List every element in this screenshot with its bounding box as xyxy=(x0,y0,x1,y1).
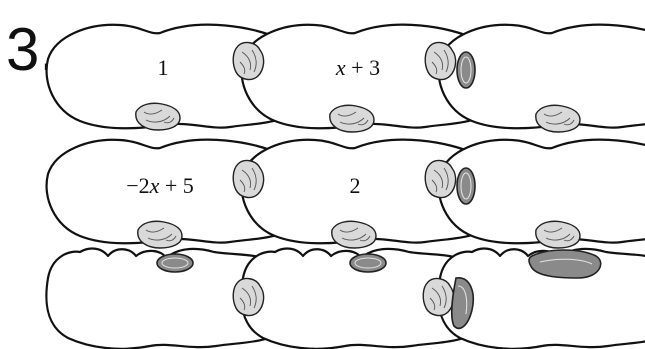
piece-label-r1c1: 1 xyxy=(158,55,169,80)
connector-c2-r2r3 xyxy=(331,220,387,273)
piece-label-r2c2: 2 xyxy=(350,173,361,198)
piece-label-r1c2: x + 3 xyxy=(335,55,380,80)
connector-r1-c1c2 xyxy=(232,41,265,81)
piece-label-part: x xyxy=(335,55,346,80)
connector-r1-c2c3 xyxy=(424,41,476,89)
piece-label-part: + 5 xyxy=(159,173,193,198)
connector-c1-r1r2 xyxy=(135,102,181,131)
connector-r3-c1c2 xyxy=(232,277,265,317)
connector-r3-c2c3 xyxy=(422,277,474,330)
connector-c1-r2r3 xyxy=(137,220,194,273)
piece-label-part: −2 xyxy=(126,173,149,198)
piece-label-part: 1 xyxy=(158,55,169,80)
piece-label-part: + 3 xyxy=(346,55,380,80)
connector-c2-r1r2 xyxy=(329,104,375,133)
piece-label-part: x xyxy=(149,173,160,198)
connector-c3-r1r2 xyxy=(535,104,581,133)
piece-label-r2c1: −2x + 5 xyxy=(126,173,194,198)
connector-r2-c1c2 xyxy=(232,159,265,199)
connector-c3-r2r3 xyxy=(528,220,602,279)
piece-label-part: 2 xyxy=(350,173,361,198)
connector-r2-c2c3 xyxy=(424,159,476,205)
